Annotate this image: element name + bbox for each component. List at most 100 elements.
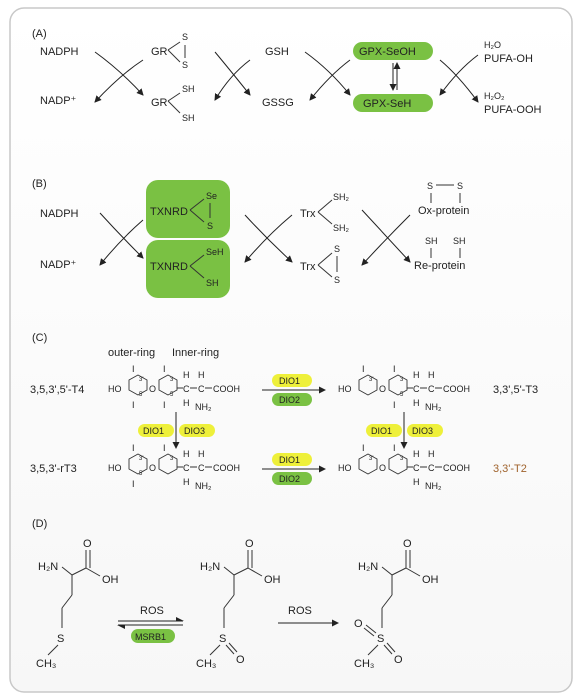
a-cycle-right-1 [304, 51, 351, 96]
c-dio1-2: DIO1 [279, 455, 300, 465]
svg-text:I: I [163, 443, 166, 453]
svg-text:H: H [413, 398, 420, 408]
svg-text:HO: HO [338, 463, 352, 473]
svg-text:S: S [57, 633, 64, 645]
c-molecule-t3: HO O I I I 3' 3 5 H H C C COOH H NH₂ [338, 364, 470, 412]
panel-a-label: (A) [32, 28, 47, 40]
panel-c-label: (C) [32, 332, 47, 344]
c-t3: 3,3',5'-T3 [493, 384, 538, 396]
b-se: Se [206, 191, 217, 201]
panel-d-label: (D) [32, 518, 47, 530]
panel-a: (A) NADPH NADP⁺ GR S S GR SH SH GSH GSSG… [32, 28, 542, 123]
c-outer-ring: outer-ring [108, 347, 155, 359]
svg-text:H: H [413, 449, 420, 459]
b-sh: SH [206, 278, 219, 288]
svg-text:O: O [403, 538, 412, 550]
svg-text:O: O [379, 463, 386, 473]
svg-text:H₂N: H₂N [38, 561, 58, 573]
panel-d: (D) H₂N O OH S CH₃ ROS MSRB1 H₂N [32, 518, 439, 670]
a-cycle-mid-2 [214, 51, 251, 96]
svg-text:H: H [198, 370, 205, 380]
a-cycle-left-1 [94, 51, 144, 96]
svg-text:HO: HO [338, 384, 352, 394]
b-sh2-top: SH₂ [333, 192, 350, 202]
a-gr-red: GR [151, 97, 168, 109]
svg-text:I: I [163, 364, 166, 374]
svg-text:5': 5' [139, 392, 143, 398]
b-ox-protein: Ox-protein [418, 205, 469, 217]
c-t2: 3,3'-T2 [493, 463, 527, 475]
svg-text:C: C [413, 463, 420, 473]
b-s-top: S [334, 244, 340, 254]
svg-text:H: H [183, 449, 190, 459]
c-rt3: 3,5,3'-rT3 [30, 463, 77, 475]
svg-text:I: I [163, 400, 166, 410]
svg-text:O: O [149, 463, 156, 473]
b-cycle-right-1 [361, 209, 411, 263]
b-s-bottom: S [334, 275, 340, 285]
c-molecule-rt3: HO O I I I 3' 5' 3 H H C C COOH H NH₂ [108, 443, 240, 491]
svg-text:HO: HO [108, 463, 122, 473]
a-cycle-right-2 [309, 59, 351, 101]
svg-text:O: O [394, 654, 403, 666]
b-trx-red: Trx [300, 208, 316, 220]
b-sh2-bottom: SH₂ [333, 223, 350, 233]
svg-text:3: 3 [400, 377, 404, 383]
svg-text:H₂N: H₂N [200, 561, 220, 573]
a-cycle-far-1 [439, 54, 479, 96]
svg-text:3': 3' [369, 377, 373, 383]
a-s-bottom: S [182, 60, 188, 70]
svg-text:C: C [428, 384, 435, 394]
a-gpx-seoh-pill [353, 42, 433, 60]
c-dio1-pill-4 [366, 424, 402, 437]
svg-text:I: I [393, 364, 396, 374]
c-dio3-pill-2 [407, 424, 443, 437]
svg-text:COOH: COOH [213, 384, 240, 394]
a-sh-bottom: SH [182, 113, 195, 123]
c-dio1-4: DIO1 [371, 426, 392, 436]
svg-text:S: S [377, 633, 384, 645]
svg-text:H: H [413, 477, 420, 487]
svg-text:5': 5' [139, 471, 143, 477]
svg-text:I: I [132, 364, 135, 374]
svg-text:I: I [132, 479, 135, 489]
svg-text:C: C [428, 463, 435, 473]
svg-text:H: H [183, 477, 190, 487]
figure-frame [9, 7, 573, 693]
svg-text:C: C [413, 384, 420, 394]
b-cycle-mid-1 [244, 214, 293, 263]
svg-text:H: H [428, 449, 435, 459]
d-methionine: H₂N O OH S CH₃ [36, 538, 119, 670]
a-gpx-seh-pill [353, 94, 433, 112]
a-cycle-far-2 [439, 59, 479, 103]
d-met-sulfoxide: H₂N O OH S O CH₃ [196, 538, 281, 670]
panel-c: (C) outer-ring Inner-ring 3,5,3',5'-T4 3… [30, 332, 538, 491]
b-txnrd-ox: TXNRD [150, 206, 188, 218]
svg-text:I: I [362, 443, 365, 453]
svg-text:C: C [198, 384, 205, 394]
svg-text:3': 3' [369, 456, 373, 462]
c-dio1-pill-1 [272, 374, 312, 387]
c-dio2-pill-1 [272, 393, 312, 406]
svg-text:OH: OH [102, 574, 119, 586]
b-ox-s2: S [457, 181, 463, 191]
svg-text:H: H [198, 449, 205, 459]
b-re-sh2: SH [453, 236, 466, 246]
a-h2o2: H₂O₂ [484, 91, 505, 101]
svg-text:H: H [413, 370, 420, 380]
b-txnrd-red-block [146, 240, 230, 298]
svg-text:CH₃: CH₃ [36, 658, 56, 670]
svg-text:COOH: COOH [213, 463, 240, 473]
a-gssg: GSSG [262, 97, 294, 109]
svg-text:OH: OH [264, 574, 281, 586]
b-ox-s1: S [427, 181, 433, 191]
svg-text:3: 3 [170, 456, 174, 462]
c-dio1-pill-2 [272, 453, 312, 466]
c-dio3-pill-1 [179, 424, 215, 437]
d-msrb1: MSRB1 [135, 632, 166, 642]
svg-text:NH₂: NH₂ [195, 481, 212, 491]
c-molecule-t4: HO O I I I I 3' 5' 3 5 H H C C COOH H NH… [108, 364, 240, 412]
b-re-protein: Re-protein [414, 260, 465, 272]
d-msrb1-pill [131, 629, 175, 643]
